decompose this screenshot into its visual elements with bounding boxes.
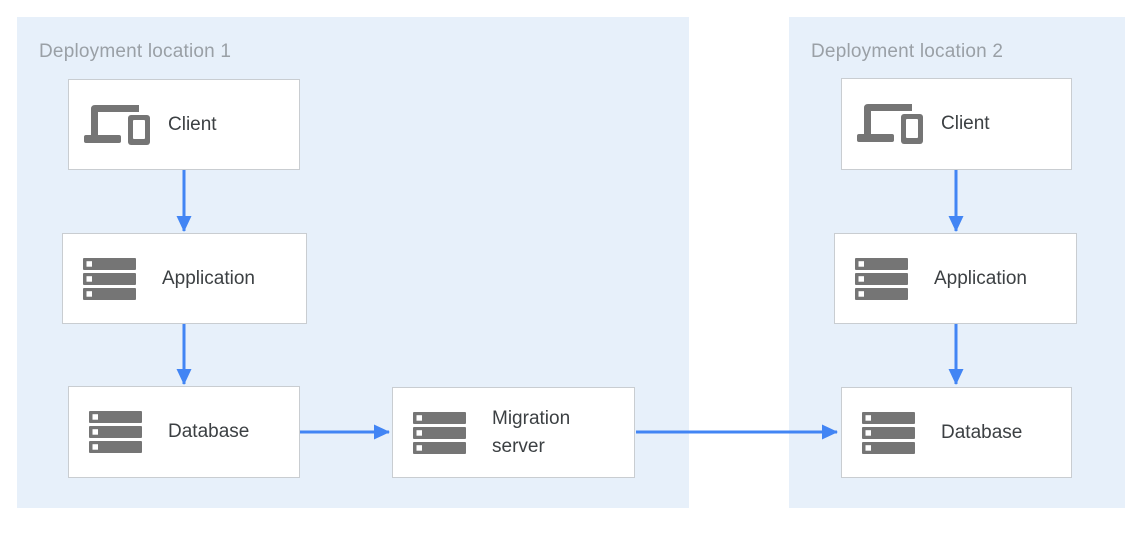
region-1-label: Deployment location 1 — [39, 41, 232, 62]
node-client-1: Client — [68, 79, 300, 170]
node-application-1: Application — [62, 233, 307, 324]
node-label: Application — [934, 267, 1027, 289]
devices-icon — [856, 103, 924, 145]
node-application-2: Application — [834, 233, 1077, 324]
node-label: Client — [168, 113, 217, 135]
node-client-2: Client — [841, 78, 1072, 170]
node-migration-server: Migration server — [392, 387, 635, 478]
node-database-2: Database — [841, 387, 1072, 478]
node-label: Database — [941, 421, 1023, 443]
node-label: Application — [162, 267, 255, 289]
server-icon — [413, 411, 466, 454]
server-icon — [855, 257, 908, 300]
region-2-label: Deployment location 2 — [811, 41, 1004, 62]
server-icon — [862, 411, 915, 454]
node-database-1: Database — [68, 386, 300, 478]
node-label: Migration server — [492, 407, 571, 457]
server-icon — [83, 257, 136, 300]
server-icon — [89, 411, 142, 453]
node-label: Database — [168, 421, 250, 442]
devices-icon — [83, 104, 151, 146]
node-label: Client — [941, 113, 990, 134]
